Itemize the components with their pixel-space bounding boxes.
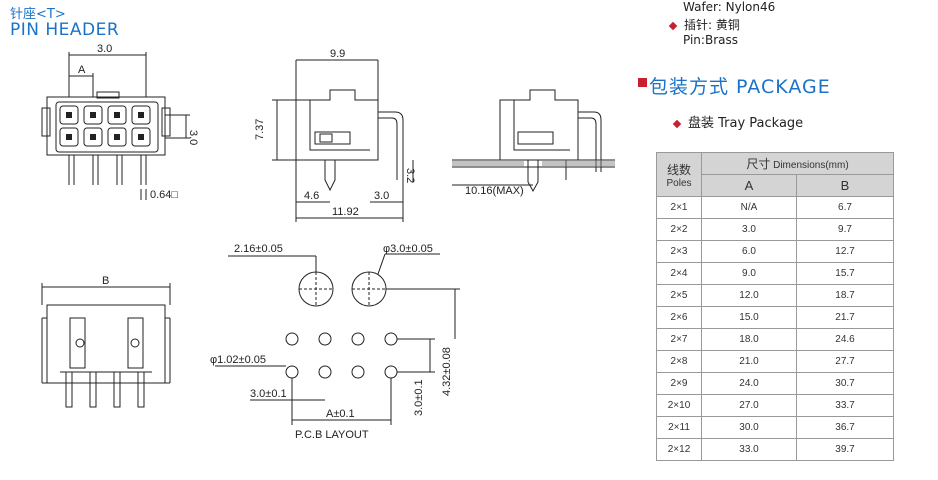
section-square-icon xyxy=(638,78,647,87)
col-poles-en: Poles xyxy=(666,177,692,189)
cell-a: 6.0 xyxy=(701,240,797,263)
pcb-layout-label: P.C.B LAYOUT xyxy=(295,429,369,441)
dim-pcb-30h: 3.0±0.1 xyxy=(250,388,287,400)
cell-a: 18.0 xyxy=(701,328,797,351)
dim-pitch-a: A xyxy=(78,64,86,76)
cell-b: 30.7 xyxy=(796,372,894,395)
cell-a: 24.0 xyxy=(701,372,797,395)
cell-a: 33.0 xyxy=(701,438,797,461)
col-dim-cn: 尺寸 xyxy=(746,157,771,171)
cell-poles: 2×1 xyxy=(656,196,702,219)
bullet-icon xyxy=(672,119,682,128)
bullet-icon xyxy=(668,21,678,30)
dim-pin-square: 0.64□ xyxy=(150,189,178,201)
cell-a: 30.0 xyxy=(701,416,797,439)
col-dimensions: 尺寸 Dimensions(mm) xyxy=(701,152,894,175)
cell-a: 12.0 xyxy=(701,284,797,307)
pcb-layout xyxy=(215,253,460,425)
col-poles: 线数 Poles xyxy=(656,152,702,197)
cell-b: 39.7 xyxy=(796,438,894,461)
cell-poles: 2×3 xyxy=(656,240,702,263)
bottom-view xyxy=(41,283,171,408)
front-view xyxy=(41,52,190,200)
technical-drawing: 3.0 A 3.0 0.64□ 9.9 7.37 3.2 4.6 3.0 11.… xyxy=(41,43,615,441)
dim-height-30: 3.0 xyxy=(187,130,199,145)
cell-poles: 2×11 xyxy=(656,416,702,439)
cell-a: 15.0 xyxy=(701,306,797,329)
dim-side-32: 3.2 xyxy=(404,168,416,183)
tray-package-text: 盘装 Tray Package xyxy=(688,116,804,131)
dim-side-30: 3.0 xyxy=(374,190,389,202)
dim-top-width: 3.0 xyxy=(97,43,112,55)
cell-a: 3.0 xyxy=(701,218,797,241)
col-dim-en: Dimensions(mm) xyxy=(773,160,849,171)
dim-hole-big: 2.16±0.05 xyxy=(234,243,283,255)
cell-b: 6.7 xyxy=(796,196,894,219)
material-pin: Pin:Brass xyxy=(683,33,738,47)
cell-b: 24.6 xyxy=(796,328,894,351)
dim-side-height: 7.37 xyxy=(254,119,266,140)
tray-package: 盘装 Tray Package xyxy=(672,112,804,131)
cell-poles: 2×10 xyxy=(656,394,702,417)
cell-b: 36.7 xyxy=(796,416,894,439)
cell-poles: 2×5 xyxy=(656,284,702,307)
cell-b: 33.7 xyxy=(796,394,894,417)
cell-a: 21.0 xyxy=(701,350,797,373)
cell-b: 12.7 xyxy=(796,240,894,263)
dim-max: 10.16(MAX) xyxy=(465,185,524,197)
side-view xyxy=(272,59,414,222)
cell-poles: 2×12 xyxy=(656,438,702,461)
cell-poles: 2×8 xyxy=(656,350,702,373)
col-poles-cn: 线数 xyxy=(666,162,691,177)
cell-a: 27.0 xyxy=(701,394,797,417)
dim-side-top: 9.9 xyxy=(330,48,345,60)
dim-hole-small: φ1.02±0.05 xyxy=(210,354,266,366)
material-pin-cn: 插针: 黄铜 xyxy=(668,16,740,33)
cell-poles: 2×2 xyxy=(656,218,702,241)
dim-side-46: 4.6 xyxy=(304,190,319,202)
dim-b: B xyxy=(102,275,109,287)
material-pin-cn-text: 插针: 黄铜 xyxy=(684,18,740,32)
dim-side-1192: 11.92 xyxy=(332,206,359,218)
cell-poles: 2×7 xyxy=(656,328,702,351)
cell-b: 15.7 xyxy=(796,262,894,285)
dim-pcb-30v: 3.0±0.1 xyxy=(413,379,425,416)
cell-poles: 2×4 xyxy=(656,262,702,285)
cell-a: 9.0 xyxy=(701,262,797,285)
cell-poles: 2×9 xyxy=(656,372,702,395)
material-wafer: Wafer: Nylon46 xyxy=(683,0,776,14)
col-a: A xyxy=(701,174,797,197)
header-title-en: PIN HEADER xyxy=(10,20,120,40)
dim-pcb-432: 4.32±0.08 xyxy=(441,347,453,396)
cell-b: 9.7 xyxy=(796,218,894,241)
mounted-view xyxy=(452,89,615,193)
dim-hole-phi30: φ3.0±0.05 xyxy=(383,243,433,255)
cell-a: N/A xyxy=(701,196,797,219)
col-b: B xyxy=(796,174,894,197)
cell-b: 18.7 xyxy=(796,284,894,307)
cell-b: 27.7 xyxy=(796,350,894,373)
package-title: 包装方式 PACKAGE xyxy=(649,76,831,98)
dim-pcb-a: A±0.1 xyxy=(326,408,355,420)
header-title-cn: 针座<T> xyxy=(10,7,66,22)
cell-b: 21.7 xyxy=(796,306,894,329)
cell-poles: 2×6 xyxy=(656,306,702,329)
